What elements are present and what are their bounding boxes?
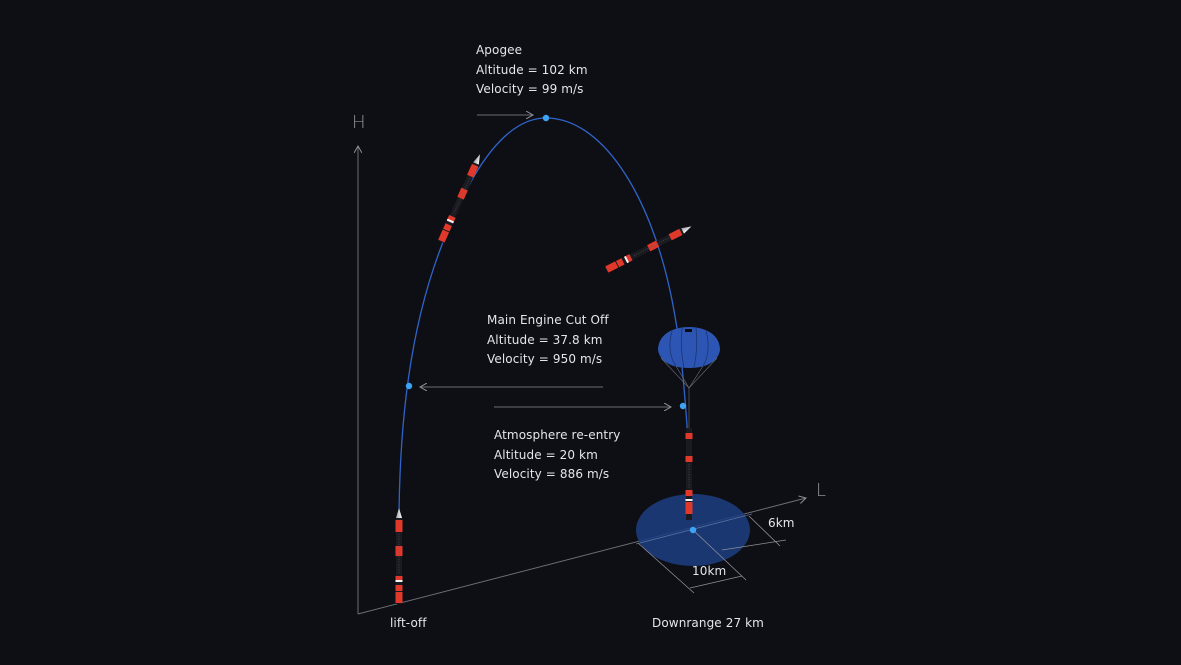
reentry-point: [679, 402, 687, 410]
reentry-title: Atmosphere re-entry: [494, 428, 621, 442]
apogee-title: Apogee: [476, 43, 523, 57]
downrange-label: Downrange 27 km: [652, 616, 764, 630]
landing-zone-depth-label: 6km: [768, 516, 795, 530]
reentry-velocity: Velocity = 886 m/s: [494, 467, 610, 481]
reentry-annotation: Atmosphere re-entry Altitude = 20 km Vel…: [494, 426, 620, 485]
liftoff-label: lift-off: [390, 616, 427, 630]
rocket-liftoff-icon: [395, 507, 403, 605]
apogee-altitude: Altitude = 102 km: [476, 62, 588, 77]
reentry-altitude: Altitude = 20 km: [494, 447, 598, 462]
landing-zone-width-label: 10km: [692, 564, 727, 578]
rocket-ascent-icon: [437, 152, 484, 244]
meco-altitude: Altitude = 37.8 km: [487, 332, 603, 347]
meco-title: Main Engine Cut Off: [487, 313, 609, 327]
rocket-descent-icon: [603, 222, 694, 274]
landing-zone-width-dimension: [637, 529, 747, 594]
apogee-point: [542, 114, 550, 122]
meco-velocity: Velocity = 950 m/s: [487, 352, 603, 366]
meco-point: [405, 382, 413, 390]
landing-zone-depth-dimension: [721, 515, 787, 551]
parachute-icon: [658, 327, 720, 430]
apogee-annotation: Apogee Altitude = 102 km Velocity = 99 m…: [476, 41, 588, 100]
rocket-landing-icon: [685, 428, 693, 520]
trajectory-curve: [398, 117, 689, 516]
h-axis-label: H: [352, 112, 366, 133]
meco-annotation: Main Engine Cut Off Altitude = 37.8 km V…: [487, 311, 609, 370]
landing-point: [689, 526, 697, 534]
apogee-velocity: Velocity = 99 m/s: [476, 82, 584, 96]
l-axis-label: L: [816, 480, 827, 501]
